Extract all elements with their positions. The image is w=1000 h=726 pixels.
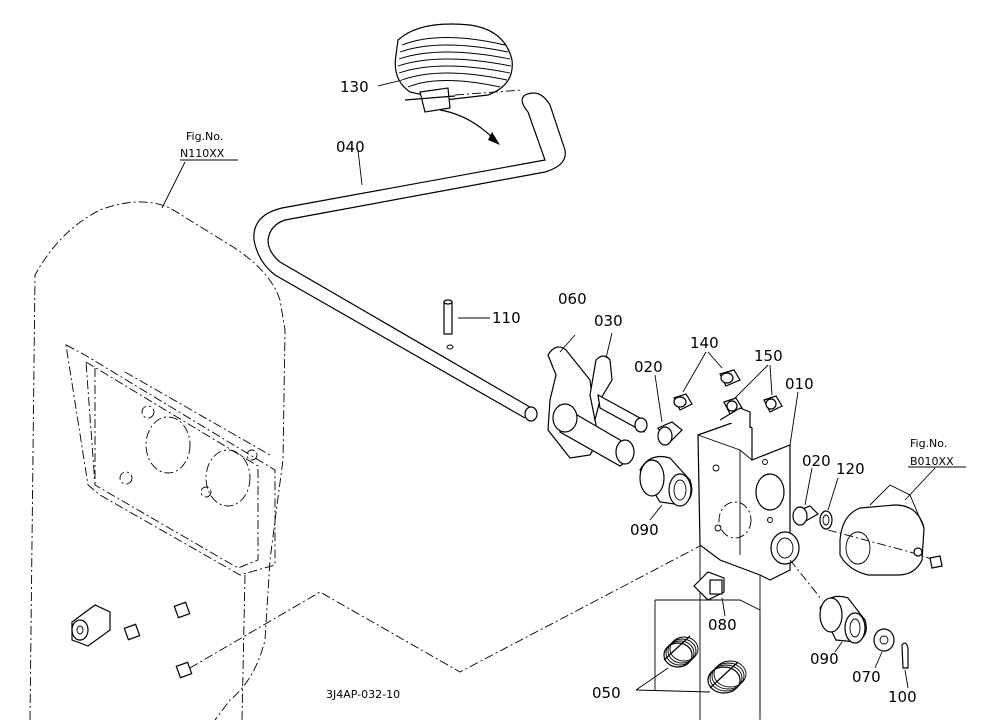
reference-assembly-right: [827, 467, 943, 576]
springs-050: [635, 599, 761, 715]
callout-150: 150: [754, 347, 783, 365]
bushing-090-left: [639, 455, 693, 521]
pedal-rod: [253, 92, 566, 422]
drawing-id: 3J4AP-032-10: [326, 688, 400, 701]
pedal-pad: [394, 23, 523, 145]
callout-040: 040: [336, 138, 365, 156]
pin-110: [443, 299, 490, 335]
callout-090-right: 090: [810, 650, 839, 668]
callout-120: 120: [836, 460, 865, 478]
callout-090-left: 090: [630, 521, 659, 539]
callout-130: 130: [340, 78, 369, 96]
callout-140: 140: [690, 334, 719, 352]
callout-080: 080: [708, 616, 737, 634]
pedal-arm: [547, 332, 648, 467]
callout-050: 050: [592, 684, 621, 702]
callout-060: 060: [558, 290, 587, 308]
snap-ring-120: [819, 477, 839, 530]
cotter-pin-100: [901, 642, 909, 689]
callout-030: 030: [594, 312, 623, 330]
bracket-010: [697, 391, 800, 720]
callout-070: 070: [852, 668, 881, 686]
bushing-090-right: [789, 559, 867, 653]
bushing-020-right: [792, 467, 819, 526]
callout-100: 100: [888, 688, 917, 706]
washer-070: [873, 628, 895, 669]
nuts-150: [723, 364, 783, 415]
callout-020-right: 020: [802, 452, 831, 470]
fig-ref-left-code: N110XX: [180, 147, 225, 160]
bolt-080: [693, 571, 726, 617]
fig-ref-right-code: B010XX: [910, 455, 954, 468]
bushing-020-left: [654, 374, 683, 446]
callout-020-left: 020: [634, 358, 663, 376]
reference-panel-left: [29, 201, 701, 721]
bolts-140: [673, 351, 741, 411]
fig-ref-right-label: Fig.No.: [910, 437, 947, 450]
callout-010: 010: [785, 375, 814, 393]
fig-ref-left-label: Fig.No.: [186, 130, 223, 143]
callout-110: 110: [492, 309, 521, 327]
